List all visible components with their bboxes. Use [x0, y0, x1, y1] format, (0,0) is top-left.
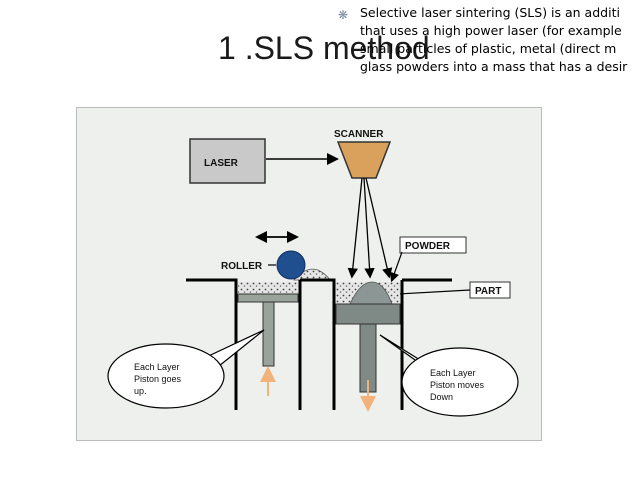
powder-label-box: [399, 236, 467, 254]
left-callout-line: Piston goes: [134, 374, 182, 384]
scanner-shape: [336, 141, 392, 179]
roller: [276, 250, 306, 280]
right-callout-line: Piston moves: [430, 380, 485, 390]
bullet-line: glass powders into a mass that has a des…: [360, 59, 628, 74]
right-callout-line: Down: [430, 392, 453, 402]
feed-piston-plate: [237, 293, 299, 303]
scanner-beam: [365, 177, 393, 279]
part-label: PART: [475, 286, 501, 297]
left-callout: [107, 343, 225, 409]
sintered-part: [349, 281, 393, 305]
powder-pointer: [389, 251, 403, 283]
left-callout-line: up.: [134, 386, 147, 396]
feed-piston-rod: [262, 301, 275, 367]
roller-label: ROLLER: [221, 261, 263, 272]
bullet-line: small particles of plastic, metal (direc…: [360, 41, 617, 56]
feed-powder-bed: [238, 282, 298, 294]
scanner-label: SCANNER: [334, 129, 384, 140]
slide-title: 1 .SLS method: [218, 30, 430, 66]
scanner-beam: [363, 177, 375, 279]
flower-bullet-icon: ❋: [338, 8, 349, 22]
bullet-text: ❋ Selective laser sintering (SLS) is an …: [336, 4, 638, 76]
build-chamber-walls: [186, 278, 452, 410]
powder-label: POWDER: [405, 241, 451, 252]
scanner-beam: [347, 177, 363, 279]
laser-label: LASER: [204, 158, 239, 169]
bullet-line: that uses a high power laser (for exampl…: [360, 23, 622, 38]
build-piston-plate: [335, 303, 401, 325]
bullet-line: Selective laser sintering (SLS) is an ad…: [360, 5, 620, 20]
left-callout-line: Each Layer: [134, 362, 180, 372]
right-callout-line: Each Layer: [430, 368, 476, 378]
laser-box: [189, 138, 266, 184]
